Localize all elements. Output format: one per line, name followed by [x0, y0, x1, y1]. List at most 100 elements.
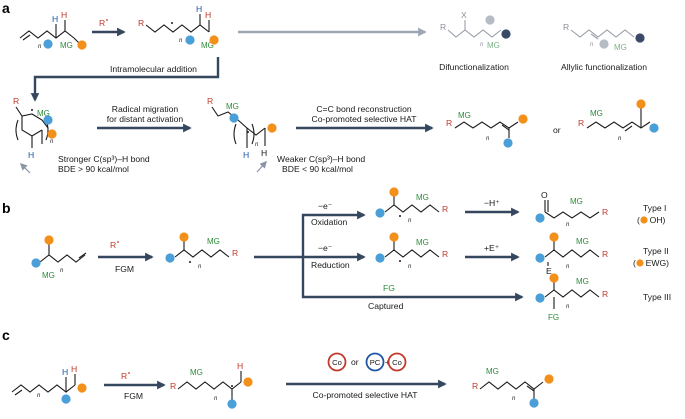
svg-text:H: H [52, 14, 58, 24]
stronger-bde-label: BDE > 90 kcal/mol [58, 164, 129, 174]
co-catalyst-icon: Co [327, 352, 347, 372]
molecule-c-intermediate: R MG H n [170, 361, 253, 409]
orange-dot-icon [636, 259, 644, 267]
molecule-a-start: n H H MG [19, 10, 87, 50]
difunctionalization-label: Difunctionalization [439, 62, 509, 72]
fgm-label-c: FGM [124, 391, 143, 401]
panel-label-a: a [2, 0, 10, 16]
reconstruction-label-2: Co-promoted selective HAT [312, 114, 418, 124]
fgm-label-b: FGM [115, 264, 134, 274]
molecule-a-cyclic: R MG R n H [13, 96, 57, 160]
svg-text:Co: Co [392, 358, 402, 367]
svg-text:n: n [37, 393, 41, 399]
svg-text:H: H [205, 10, 211, 20]
navy-dot-icon [501, 29, 511, 39]
svg-text:R: R [170, 381, 176, 391]
type-2-note: ( = EWG) [633, 258, 669, 268]
svg-text:R: R [472, 381, 478, 391]
blue-dot-icon [43, 39, 53, 49]
molecule-a-adduct: R n H H MG [138, 4, 219, 50]
radical-reagent-c: R [121, 371, 127, 381]
molecule-a-product-1: R MG n [446, 111, 528, 148]
oxidation-label: Oxidation [311, 217, 348, 227]
svg-text:n: n [566, 264, 570, 270]
plus-label: + [385, 357, 390, 367]
molecule-c-start: H H n [11, 364, 87, 404]
svg-text:n: n [408, 264, 412, 270]
svg-text:MG: MG [201, 41, 214, 50]
svg-text:n: n [198, 264, 202, 270]
svg-text:PC: PC [370, 358, 381, 367]
molecule-b-captured: FG MG R n [535, 273, 608, 322]
captured-label: Captured [368, 301, 404, 311]
svg-text:H: H [237, 361, 243, 371]
fg-label: FG [383, 283, 395, 293]
molecule-b-anion: MG R n [375, 232, 448, 270]
type-1-note: ( = OH) [637, 215, 666, 225]
oxidation-arrow [301, 210, 366, 257]
svg-text:H: H [243, 150, 249, 160]
svg-text:FG: FG [548, 313, 559, 322]
svg-text:n: n [566, 304, 570, 310]
type-2-label: Type II [643, 246, 669, 256]
svg-text:MG: MG [458, 111, 471, 120]
radical-reagent-b: R [110, 240, 116, 250]
svg-text:R: R [602, 207, 608, 217]
svg-text:R: R [232, 248, 238, 258]
svg-text:MG: MG [207, 237, 220, 246]
svg-text:R: R [207, 96, 213, 106]
svg-text:n: n [408, 218, 412, 224]
weaker-bond-label: Weaker C(sp³)–H bond [277, 154, 365, 164]
svg-text:MG: MG [226, 102, 239, 111]
molecule-a-migrated: R MG n H H [207, 96, 277, 160]
svg-text:R: R [578, 118, 584, 128]
minus-h-label: −H⁺ [484, 198, 500, 208]
svg-text:MG: MG [576, 277, 589, 286]
svg-text:R: R [602, 289, 608, 299]
svg-text:R: R [442, 204, 448, 214]
svg-text:n: n [618, 136, 622, 142]
type-3-label: Type III [643, 292, 671, 302]
or-label-c: or [351, 357, 359, 367]
captured-arrow [301, 257, 524, 302]
svg-text:X: X [461, 10, 467, 20]
svg-text:n: n [486, 136, 490, 142]
reconstruction-label-1: C=C bond reconstruction [316, 104, 412, 114]
svg-text:n: n [179, 38, 183, 44]
svg-text:n: n [512, 396, 516, 402]
svg-text:MG: MG [614, 43, 627, 52]
molecule-c-product: R MG n [472, 367, 554, 408]
svg-text:H: H [261, 148, 267, 158]
oxidation-e-label: −e⁻ [318, 201, 333, 211]
svg-text:MG: MG [486, 367, 499, 376]
svg-text:n: n [60, 268, 64, 274]
intramolecular-label: Intramolecular addition [110, 64, 197, 74]
molecule-b-cation: MG R n [375, 187, 448, 224]
hat-label-c: Co-promoted selective HAT [313, 390, 419, 400]
orange-dot-icon [77, 40, 87, 50]
pointer-arrow-weak [256, 160, 267, 173]
molecule-difunctionalization: R X n MG [440, 10, 511, 50]
svg-text:R: R [138, 18, 144, 28]
reduction-e-label: −e⁻ [318, 243, 333, 253]
svg-text:MG: MG [37, 109, 50, 118]
svg-text:n: n [480, 42, 484, 48]
radical-reagent-a: R [92, 18, 126, 37]
svg-text:R: R [563, 22, 569, 32]
svg-text:MG: MG [590, 109, 603, 118]
svg-text:O: O [541, 190, 548, 200]
svg-text:H: H [71, 364, 77, 374]
svg-text:n: n [590, 42, 594, 48]
molecule-b-intermediate: MG R n [165, 232, 238, 270]
svg-text:MG: MG [487, 41, 500, 50]
molecule-allylic: R n MG [563, 22, 645, 52]
intramolecular-arrow [30, 57, 220, 102]
panel-label-c: c [2, 327, 10, 343]
molecule-b-electrophile-product: E MG R n [535, 232, 608, 276]
svg-text:MG: MG [42, 271, 55, 280]
orange-dot-icon [640, 216, 648, 224]
svg-text:n: n [214, 396, 218, 402]
pc-catalyst-icon: PC [365, 352, 385, 372]
stronger-bond-label: Stronger C(sp³)–H bond [58, 154, 150, 164]
